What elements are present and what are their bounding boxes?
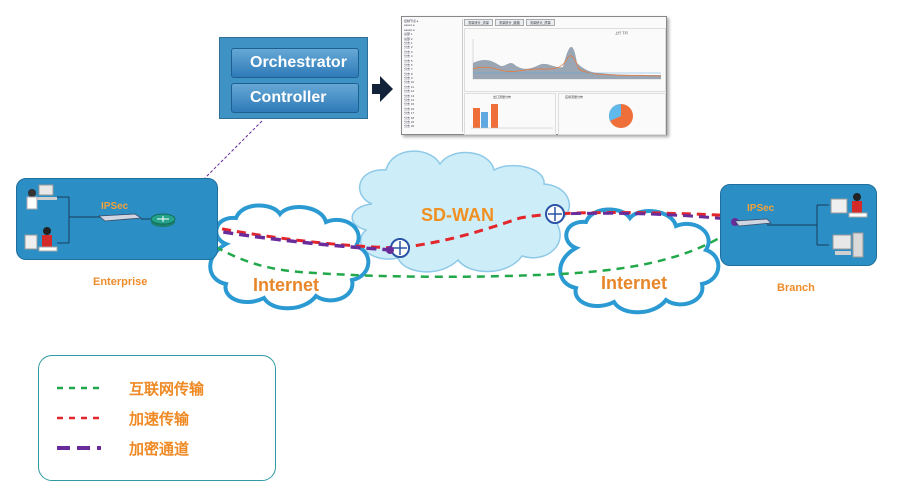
internet-cloud-right xyxy=(558,207,721,315)
encrypted-path xyxy=(175,222,393,252)
pie-chart-title: 应用流量分布 xyxy=(565,95,584,99)
legend: 互联网传输 加速传输 加密通道 xyxy=(38,355,276,481)
tree-item[interactable]: 分支 3 xyxy=(404,49,413,54)
branch-ipsec-label: IPSec xyxy=(747,203,775,214)
tree-item[interactable]: 分支 12 xyxy=(404,89,415,94)
pop-node-icon xyxy=(386,238,410,258)
tab-0[interactable]: 流量统计_流量 xyxy=(464,19,493,26)
ipsec-gateway-icon xyxy=(731,218,772,227)
tree-item[interactable]: 分支 13 xyxy=(404,93,415,98)
ipsec-gateway-icon xyxy=(97,213,143,222)
tree-item[interactable]: 分支 16 xyxy=(404,106,415,111)
tree-item[interactable]: 分支 18 xyxy=(404,115,415,120)
arrow-right-icon xyxy=(372,76,393,102)
tree-item[interactable]: 分支 4 xyxy=(404,54,413,59)
tab-2[interactable]: 流量统计_质量 xyxy=(525,19,555,26)
controller-link xyxy=(164,120,263,219)
dashboard-tabs: 流量统计_流量流量统计_链路流量统计_质量 xyxy=(464,19,555,26)
desk-user-icon xyxy=(830,193,868,218)
device-tree: 控制节点 ▸ saas1.a saas2.a 总部 1 总部 2 分支 1 分支… xyxy=(404,19,463,132)
enterprise-ipsec-label: IPSec xyxy=(101,201,129,212)
pie-chart-panel: 应用流量分布 xyxy=(558,93,666,135)
legend-item-encrypted: 加密通道 xyxy=(129,441,190,458)
tree-item[interactable]: 分支 7 xyxy=(404,67,413,72)
pop-node-icon xyxy=(545,204,565,224)
tree-item[interactable]: 总部 1 xyxy=(404,32,413,37)
internet-path xyxy=(179,222,741,279)
tree-item[interactable]: saas2.a xyxy=(404,27,415,32)
bar-chart-panel: 出口流量分布 xyxy=(464,93,556,135)
tab-1[interactable]: 流量统计_链路 xyxy=(494,19,524,26)
sdwan-label: SD-WAN xyxy=(421,205,494,225)
enterprise-site: IPSec xyxy=(16,178,218,260)
branch-site: IPSec xyxy=(720,184,877,266)
dashboard-screenshot: 控制节点 ▸ saas1.a saas2.a 总部 1 总部 2 分支 1 分支… xyxy=(401,16,667,135)
workstation-icon xyxy=(832,232,864,258)
internet-cloud-left xyxy=(208,203,371,311)
tree-item[interactable]: 控制节点 ▸ xyxy=(404,19,419,23)
tree-item[interactable]: 分支 11 xyxy=(404,84,414,89)
bar-chart xyxy=(471,104,553,129)
orchestrator-controller-box: Orchestrator Controller xyxy=(219,37,368,119)
tree-item[interactable]: 分支 2 xyxy=(404,45,413,50)
traffic-area-chart xyxy=(472,39,662,80)
tree-item[interactable]: 分支 14 xyxy=(404,98,415,103)
tree-item[interactable]: 分支 17 xyxy=(404,111,415,116)
tree-item[interactable]: 分支 8 xyxy=(404,71,413,76)
tree-item[interactable]: 分支 1 xyxy=(404,40,413,45)
tree-item[interactable]: 总部 2 xyxy=(404,36,413,41)
tree-item[interactable]: 分支 5 xyxy=(404,58,413,63)
tree-item[interactable]: 分支 6 xyxy=(404,62,413,67)
branch-label: Branch xyxy=(777,282,815,294)
router-icon xyxy=(150,213,176,227)
controller-label: Controller xyxy=(231,83,359,113)
traffic-chart-panel: 上行 下行 xyxy=(464,28,666,92)
enterprise-label: Enterprise xyxy=(93,276,148,288)
pie-chart xyxy=(608,103,633,128)
tree-item[interactable]: 分支 15 xyxy=(404,102,415,107)
tree-item[interactable]: 分支 10 xyxy=(404,80,415,85)
legend-item-accelerated: 加速传输 xyxy=(129,411,190,428)
workstation-user-icon xyxy=(26,184,57,210)
bar-chart-title: 出口流量分布 xyxy=(493,95,512,99)
encrypted-path-right xyxy=(554,211,739,222)
internet-right-label: Internet xyxy=(601,273,668,293)
tree-item[interactable]: 分支 19 xyxy=(404,119,415,124)
tree-item[interactable]: 分支 9 xyxy=(404,76,413,81)
internet-left-label: Internet xyxy=(253,275,320,295)
legend-item-internet: 互联网传输 xyxy=(129,381,205,398)
desk-user-icon xyxy=(24,227,58,252)
orchestrator-label: Orchestrator xyxy=(231,48,359,78)
tree-item[interactable]: 分支 20 xyxy=(404,124,415,129)
tree-item[interactable]: saas1.a xyxy=(404,23,415,28)
chart-legend: 上行 下行 xyxy=(615,31,628,35)
